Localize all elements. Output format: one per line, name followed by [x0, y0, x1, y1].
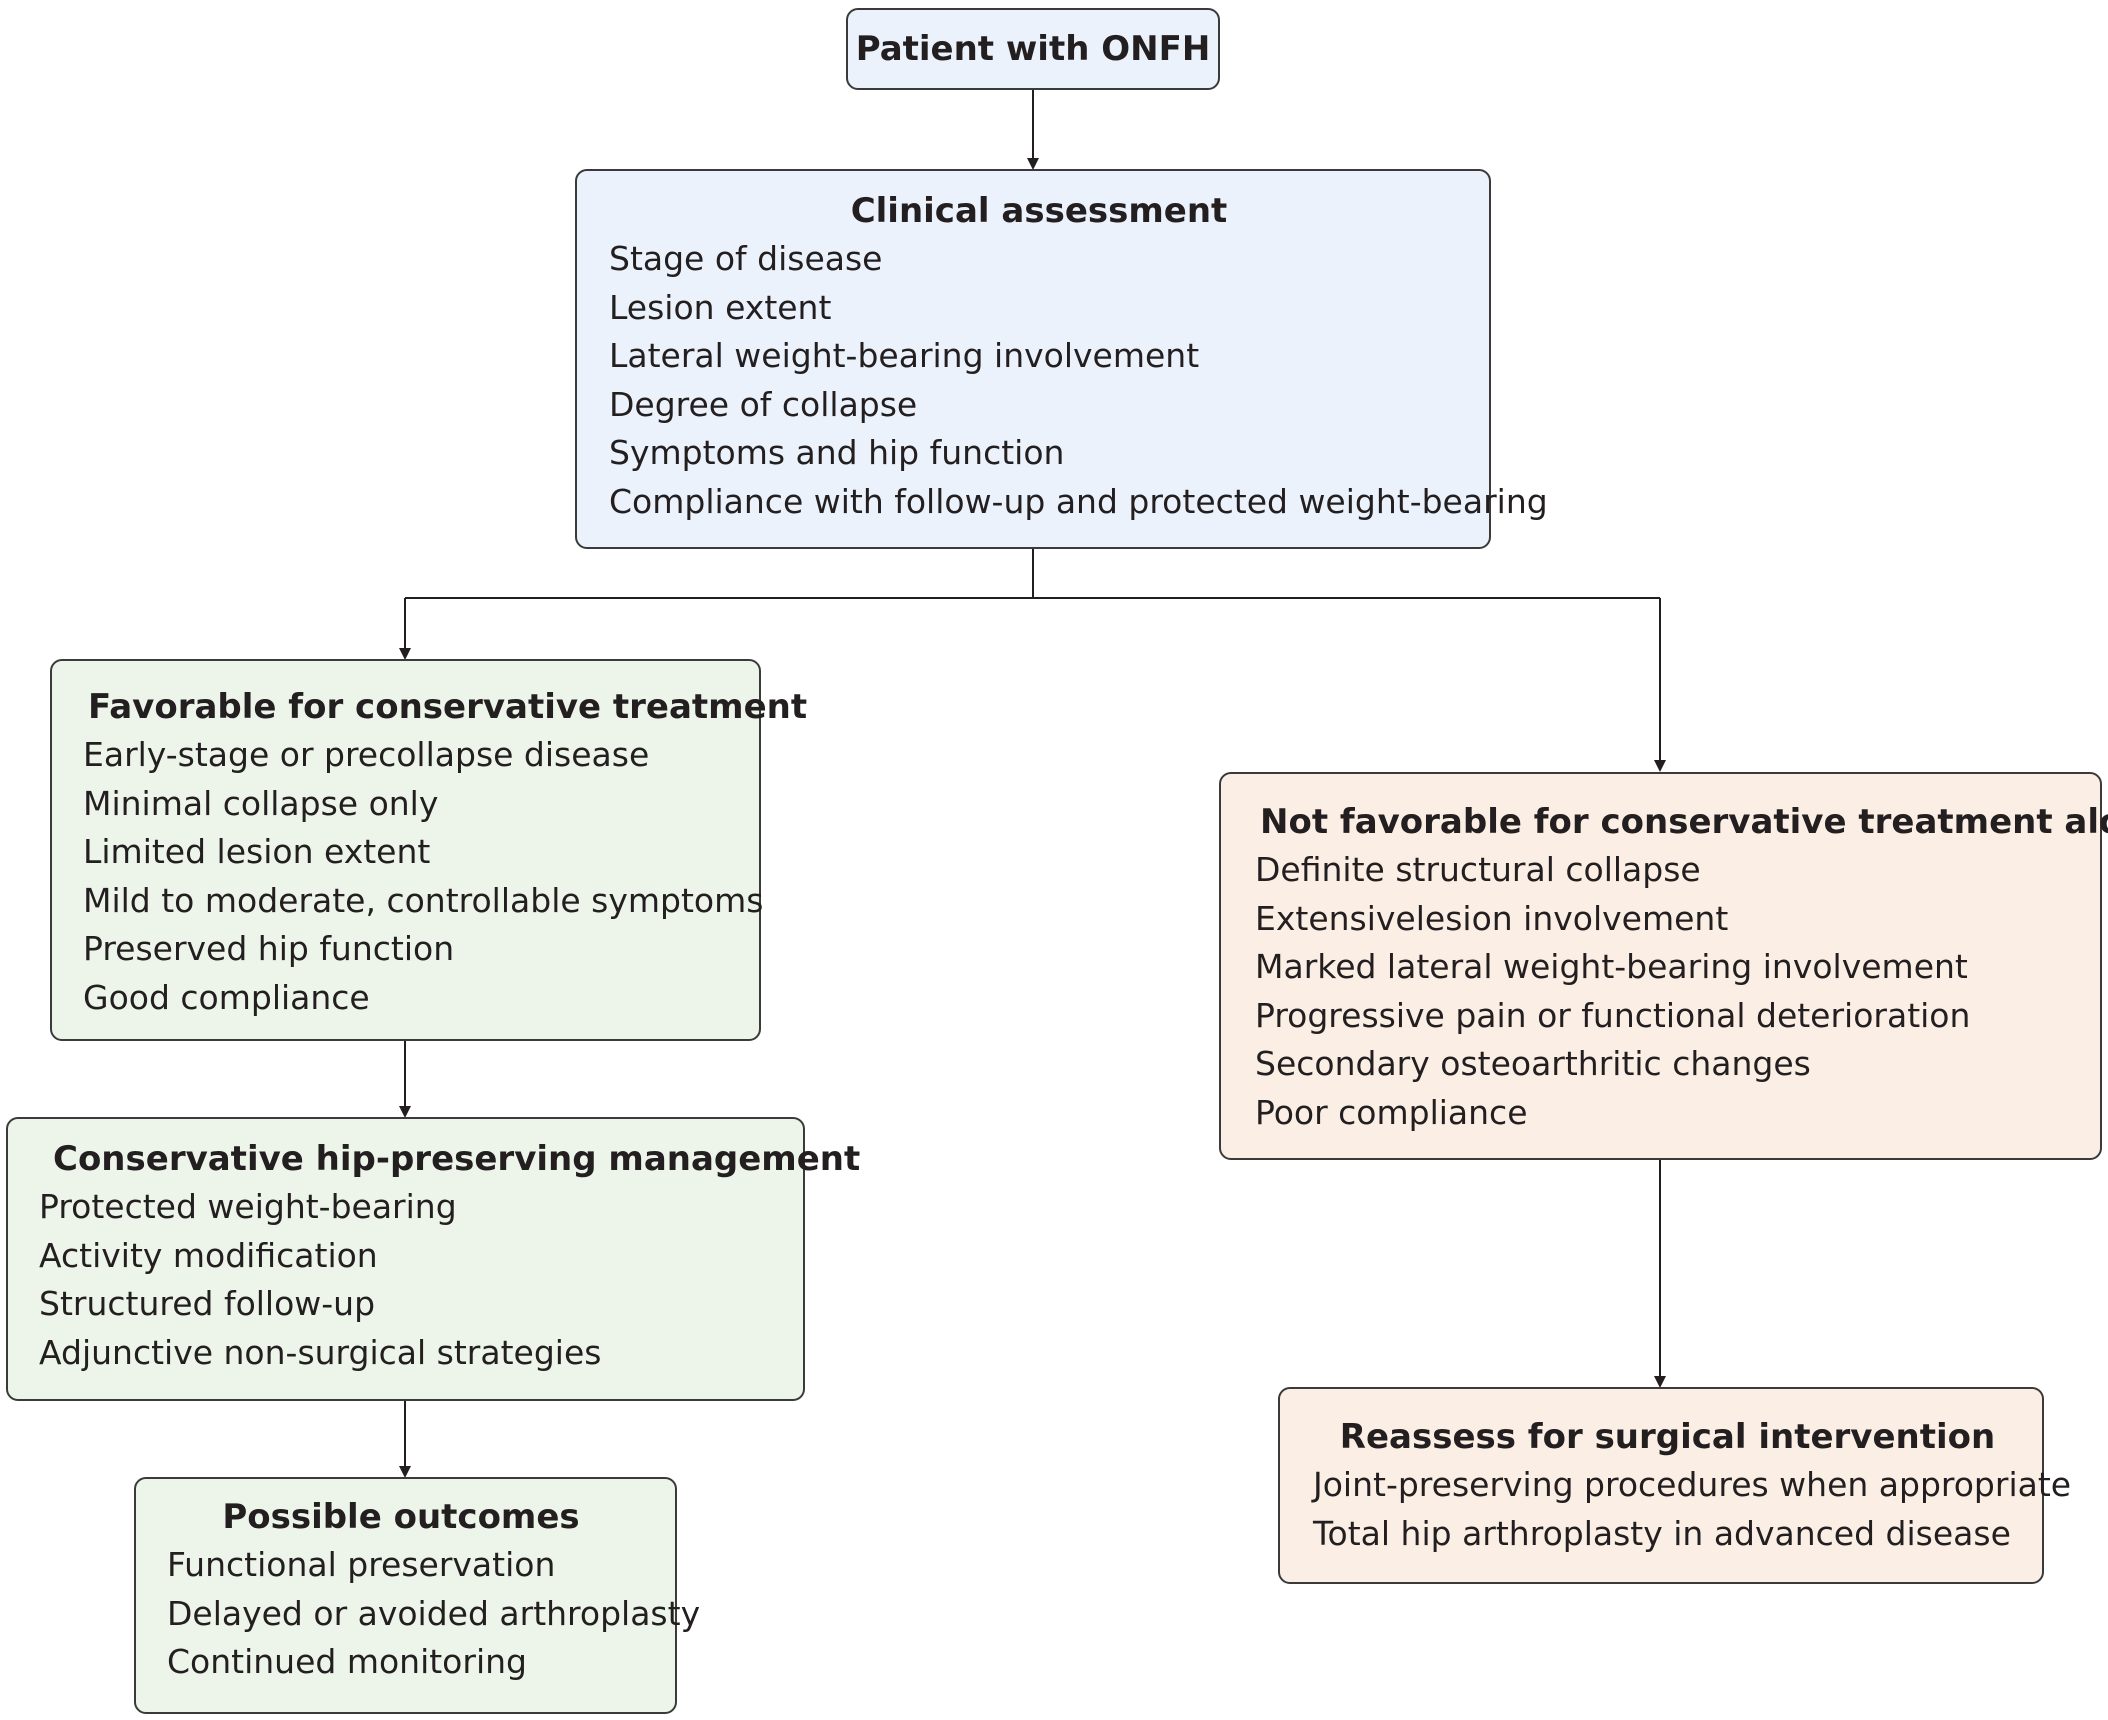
- list-item: Extensivelesion involvement: [1255, 898, 1729, 938]
- list-item: Adjunctive non-surgical strategies: [39, 1332, 602, 1372]
- node-title: Patient with ONFH: [855, 29, 1211, 69]
- node-title: Conservative hip-preserving management: [53, 1139, 861, 1179]
- list-item: Limited lesion extent: [83, 832, 431, 872]
- node-title: Favorable for conservative treatment: [88, 687, 808, 727]
- list-item: Structured follow-up: [39, 1284, 376, 1324]
- patient-node: Patient with ONFH: [846, 8, 1220, 90]
- node-title: Not favorable for conservative treatment…: [1260, 802, 2108, 842]
- list-item: Early-stage or precollapse disease: [83, 735, 650, 774]
- list-item: Secondary osteoarthritic changes: [1255, 1044, 1811, 1084]
- list-item: Activity modification: [39, 1235, 378, 1275]
- list-item: Mild to moderate, controllable symptoms: [83, 880, 764, 920]
- node-title: Reassess for surgical intervention: [1339, 1417, 1996, 1457]
- list-item: Compliance with follow-up and protected …: [609, 481, 1548, 521]
- list-item: Degree of collapse: [609, 384, 918, 424]
- list-item: Preserved hip function: [83, 929, 455, 969]
- list-item: Good compliance: [83, 977, 370, 1017]
- list-item: Total hip arthroplasty in advanced disea…: [1313, 1513, 2011, 1553]
- management-node: Conservative hip-preserving management P…: [6, 1117, 861, 1401]
- list-item: Delayed or avoided arthroplasty: [167, 1593, 701, 1633]
- outcomes-node: Possible outcomes Functional preservatio…: [134, 1477, 701, 1714]
- list-item: Progressive pain or functional deteriora…: [1255, 995, 1971, 1035]
- node-title: Clinical assessment: [850, 191, 1228, 231]
- list-item: Stage of disease: [609, 239, 883, 278]
- list-item: Lateral weight-bearing involvement: [609, 336, 1200, 376]
- list-item: Functional preservation: [167, 1545, 556, 1584]
- node-title: Possible outcomes: [222, 1497, 580, 1537]
- list-item: Definite structural collapse: [1255, 850, 1701, 889]
- list-item: Joint-preserving procedures when appropr…: [1313, 1465, 2072, 1504]
- surgical-node: Reassess for surgical intervention Joint…: [1278, 1387, 2072, 1584]
- list-item: Symptoms and hip function: [609, 433, 1065, 473]
- clinical-assessment-node: Clinical assessment Stage of disease Les…: [575, 169, 1548, 549]
- favorable-node: Favorable for conservative treatment Ear…: [50, 659, 808, 1041]
- list-item: Marked lateral weight-bearing involvemen…: [1255, 947, 1968, 987]
- branch-connector: [405, 548, 1660, 599]
- list-item: Lesion extent: [609, 287, 832, 327]
- list-item: Poor compliance: [1255, 1092, 1528, 1132]
- list-item: Continued monitoring: [167, 1642, 527, 1682]
- list-item: Minimal collapse only: [83, 783, 439, 823]
- list-item: Protected weight-bearing: [39, 1187, 457, 1226]
- not-favorable-node: Not favorable for conservative treatment…: [1219, 772, 2108, 1160]
